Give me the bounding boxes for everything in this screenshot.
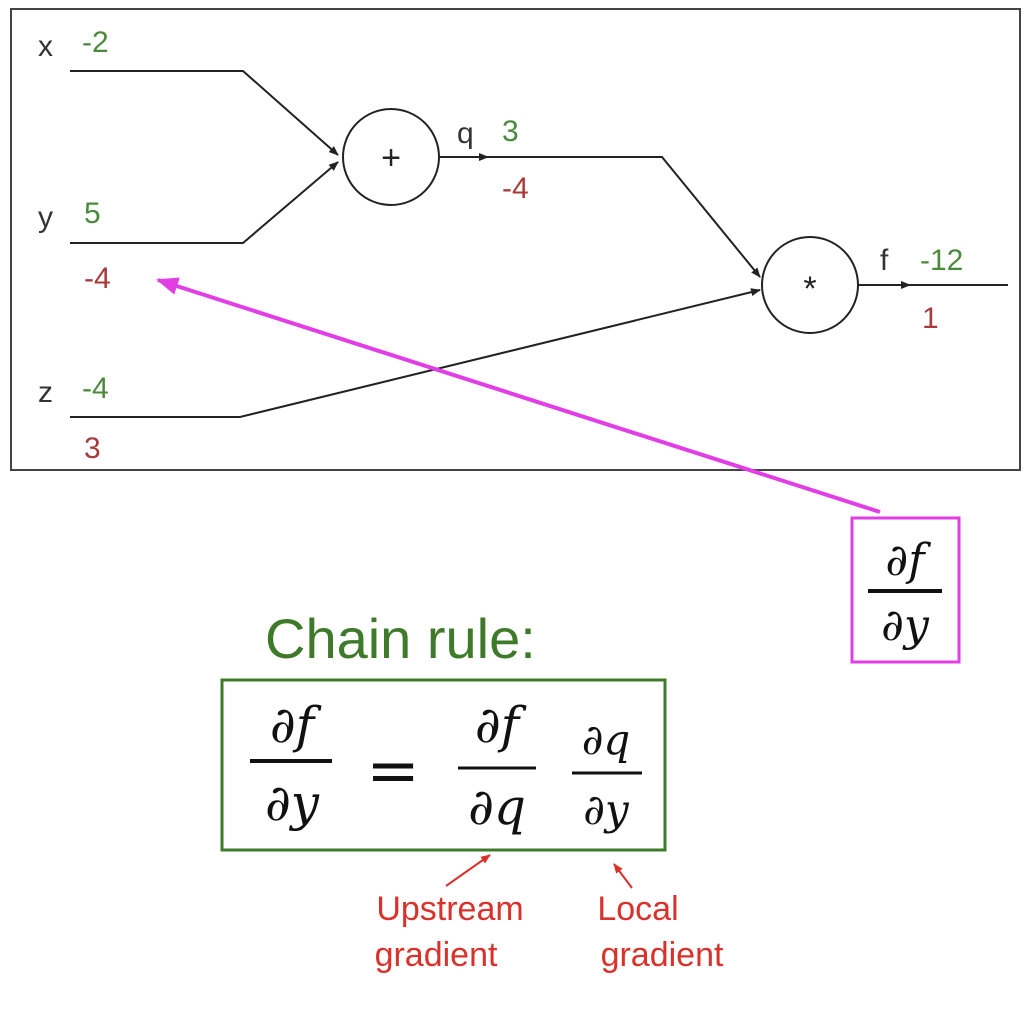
graph-frame xyxy=(10,8,1021,471)
highlight-numerator: ∂f xyxy=(885,535,931,586)
input-z-forward-value: -4 xyxy=(82,372,109,405)
node-f-forward-value: -12 xyxy=(920,244,963,277)
input-x-forward-value: -2 xyxy=(82,26,109,59)
local-pointer-arrow xyxy=(613,863,633,889)
upstream-numerator: ∂f xyxy=(475,696,527,754)
add-operator-symbol: + xyxy=(381,139,401,177)
node-q-backward-value: -4 xyxy=(502,172,529,205)
lhs-numerator: ∂f xyxy=(270,696,322,754)
chain-rule-equation-box xyxy=(220,678,667,852)
upstream-pointer-arrow xyxy=(445,854,491,887)
local-denominator: ∂y xyxy=(583,785,630,834)
local-numerator: ∂q xyxy=(582,715,631,764)
local-label-line2: gradient xyxy=(601,936,724,974)
upstream-label-line1: Upstream xyxy=(376,890,523,928)
node-q-name: q xyxy=(457,117,474,150)
input-y-forward-value: 5 xyxy=(84,197,101,230)
input-z-name: z xyxy=(38,376,53,409)
lhs-denominator: ∂y xyxy=(265,774,320,832)
equals-sign: = xyxy=(366,734,420,808)
input-x-name: x xyxy=(38,30,53,63)
upstream-denominator: ∂q xyxy=(468,778,526,836)
highlight-denominator: ∂y xyxy=(881,600,930,651)
node-f-name: f xyxy=(880,244,889,277)
edge-y-to-add xyxy=(70,161,339,244)
input-z-backward-value: 3 xyxy=(84,432,101,465)
local-label-line1: Local xyxy=(597,890,678,928)
gradient-highlight-arrow xyxy=(156,277,881,514)
input-y-name: y xyxy=(38,201,53,234)
edge-q-to-multiply xyxy=(488,156,761,278)
node-f-backward-value: 1 xyxy=(922,302,939,335)
chain-rule-title: Chain rule: xyxy=(265,607,536,670)
multiply-operator-symbol: * xyxy=(803,270,816,308)
upstream-label-line2: gradient xyxy=(375,936,498,974)
input-y-backward-value: -4 xyxy=(84,262,111,295)
edge-z-to-multiply xyxy=(70,288,761,418)
node-q-forward-value: 3 xyxy=(502,115,519,148)
edge-x-to-add xyxy=(70,70,339,156)
